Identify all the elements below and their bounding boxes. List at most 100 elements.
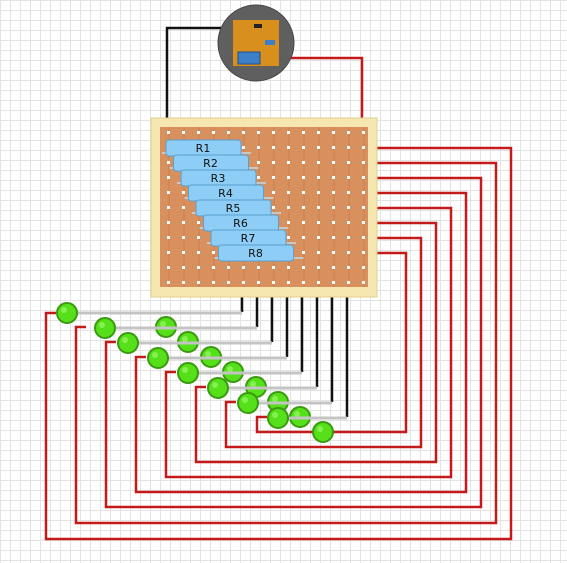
board-hole	[347, 206, 350, 209]
board-hole	[272, 161, 275, 164]
board-hole	[287, 221, 290, 224]
led-highlight	[317, 426, 323, 432]
board-hole	[212, 131, 215, 134]
board-hole	[242, 146, 245, 149]
board-hole	[257, 176, 260, 179]
board-hole	[317, 191, 320, 194]
board-hole	[242, 266, 245, 269]
anode-wire-3[interactable]	[104, 176, 483, 509]
board-hole	[287, 131, 290, 134]
resistor-3-label: R3	[211, 172, 226, 185]
board-hole	[227, 131, 230, 134]
resistor-8-label: R8	[248, 247, 263, 260]
board-hole	[167, 266, 170, 269]
resistor-8-body[interactable]	[218, 244, 294, 262]
board-hole	[362, 206, 365, 209]
board-hole	[362, 266, 365, 269]
led-5a[interactable]	[177, 362, 199, 384]
board-hole	[362, 281, 365, 284]
board-hole	[332, 206, 335, 209]
board-hole	[272, 191, 275, 194]
board-hole	[317, 146, 320, 149]
board-hole	[182, 221, 185, 224]
board-hole	[257, 266, 260, 269]
board-hole	[167, 206, 170, 209]
board-hole	[347, 236, 350, 239]
led-7a[interactable]	[237, 392, 259, 414]
board-hole	[167, 281, 170, 284]
resistor-1-label: R1	[196, 142, 211, 155]
led-8b[interactable]	[312, 421, 334, 443]
board-hole	[197, 221, 200, 224]
board-hole	[302, 191, 305, 194]
anode-wire-7[interactable]	[224, 236, 423, 449]
board-hole	[302, 266, 305, 269]
board-hole	[332, 236, 335, 239]
board-hole	[302, 236, 305, 239]
board-hole	[182, 266, 185, 269]
led-4a[interactable]	[147, 347, 169, 369]
anode-wire-6[interactable]	[194, 221, 438, 464]
resistor-2-label: R2	[203, 157, 218, 170]
board-hole	[212, 281, 215, 284]
led-highlight	[160, 321, 166, 327]
board-hole	[272, 146, 275, 149]
battery-terminal	[254, 24, 262, 28]
board-hole	[197, 251, 200, 254]
led-1a[interactable]	[56, 302, 78, 324]
board-hole	[287, 206, 290, 209]
board-hole	[167, 221, 170, 224]
board-hole	[287, 191, 290, 194]
board-hole	[317, 236, 320, 239]
anode-wire-5[interactable]	[164, 206, 453, 479]
board-hole	[302, 281, 305, 284]
board-hole	[347, 146, 350, 149]
resistor-4-label: R4	[218, 187, 233, 200]
resistor-7-label: R7	[241, 232, 256, 245]
board-hole	[182, 131, 185, 134]
board-hole	[167, 176, 170, 179]
battery[interactable]	[217, 4, 295, 82]
board-hole	[272, 131, 275, 134]
board-hole	[347, 191, 350, 194]
board-hole	[362, 146, 365, 149]
led-highlight	[272, 396, 278, 402]
board-hole	[287, 281, 290, 284]
board-hole	[317, 161, 320, 164]
board-hole	[332, 131, 335, 134]
battery-switch	[265, 40, 275, 45]
led-3a[interactable]	[117, 332, 139, 354]
led-6a[interactable]	[207, 377, 229, 399]
battery-positive-wire[interactable]	[260, 56, 364, 136]
led-highlight	[182, 336, 188, 342]
led-highlight	[182, 367, 188, 373]
board-hole	[257, 146, 260, 149]
board-hole	[272, 206, 275, 209]
board-hole	[347, 221, 350, 224]
board-hole	[317, 221, 320, 224]
board-hole	[167, 161, 170, 164]
board-hole	[227, 266, 230, 269]
board-hole	[347, 161, 350, 164]
board-hole	[212, 251, 215, 254]
board-hole	[302, 176, 305, 179]
led-8a[interactable]	[267, 407, 289, 429]
anode-wire-4[interactable]	[134, 191, 468, 494]
led-highlight	[227, 366, 233, 372]
board-hole	[257, 131, 260, 134]
led-2a[interactable]	[94, 317, 116, 339]
board-hole	[332, 251, 335, 254]
board-hole	[302, 146, 305, 149]
board-hole	[287, 146, 290, 149]
anode-wire-1[interactable]	[44, 146, 513, 541]
board-hole	[182, 236, 185, 239]
board-hole	[362, 161, 365, 164]
board-hole	[197, 236, 200, 239]
board-hole	[362, 176, 365, 179]
leds-layer	[56, 302, 347, 443]
anode-wire-2[interactable]	[74, 161, 498, 525]
board-hole	[272, 176, 275, 179]
board-hole	[302, 221, 305, 224]
